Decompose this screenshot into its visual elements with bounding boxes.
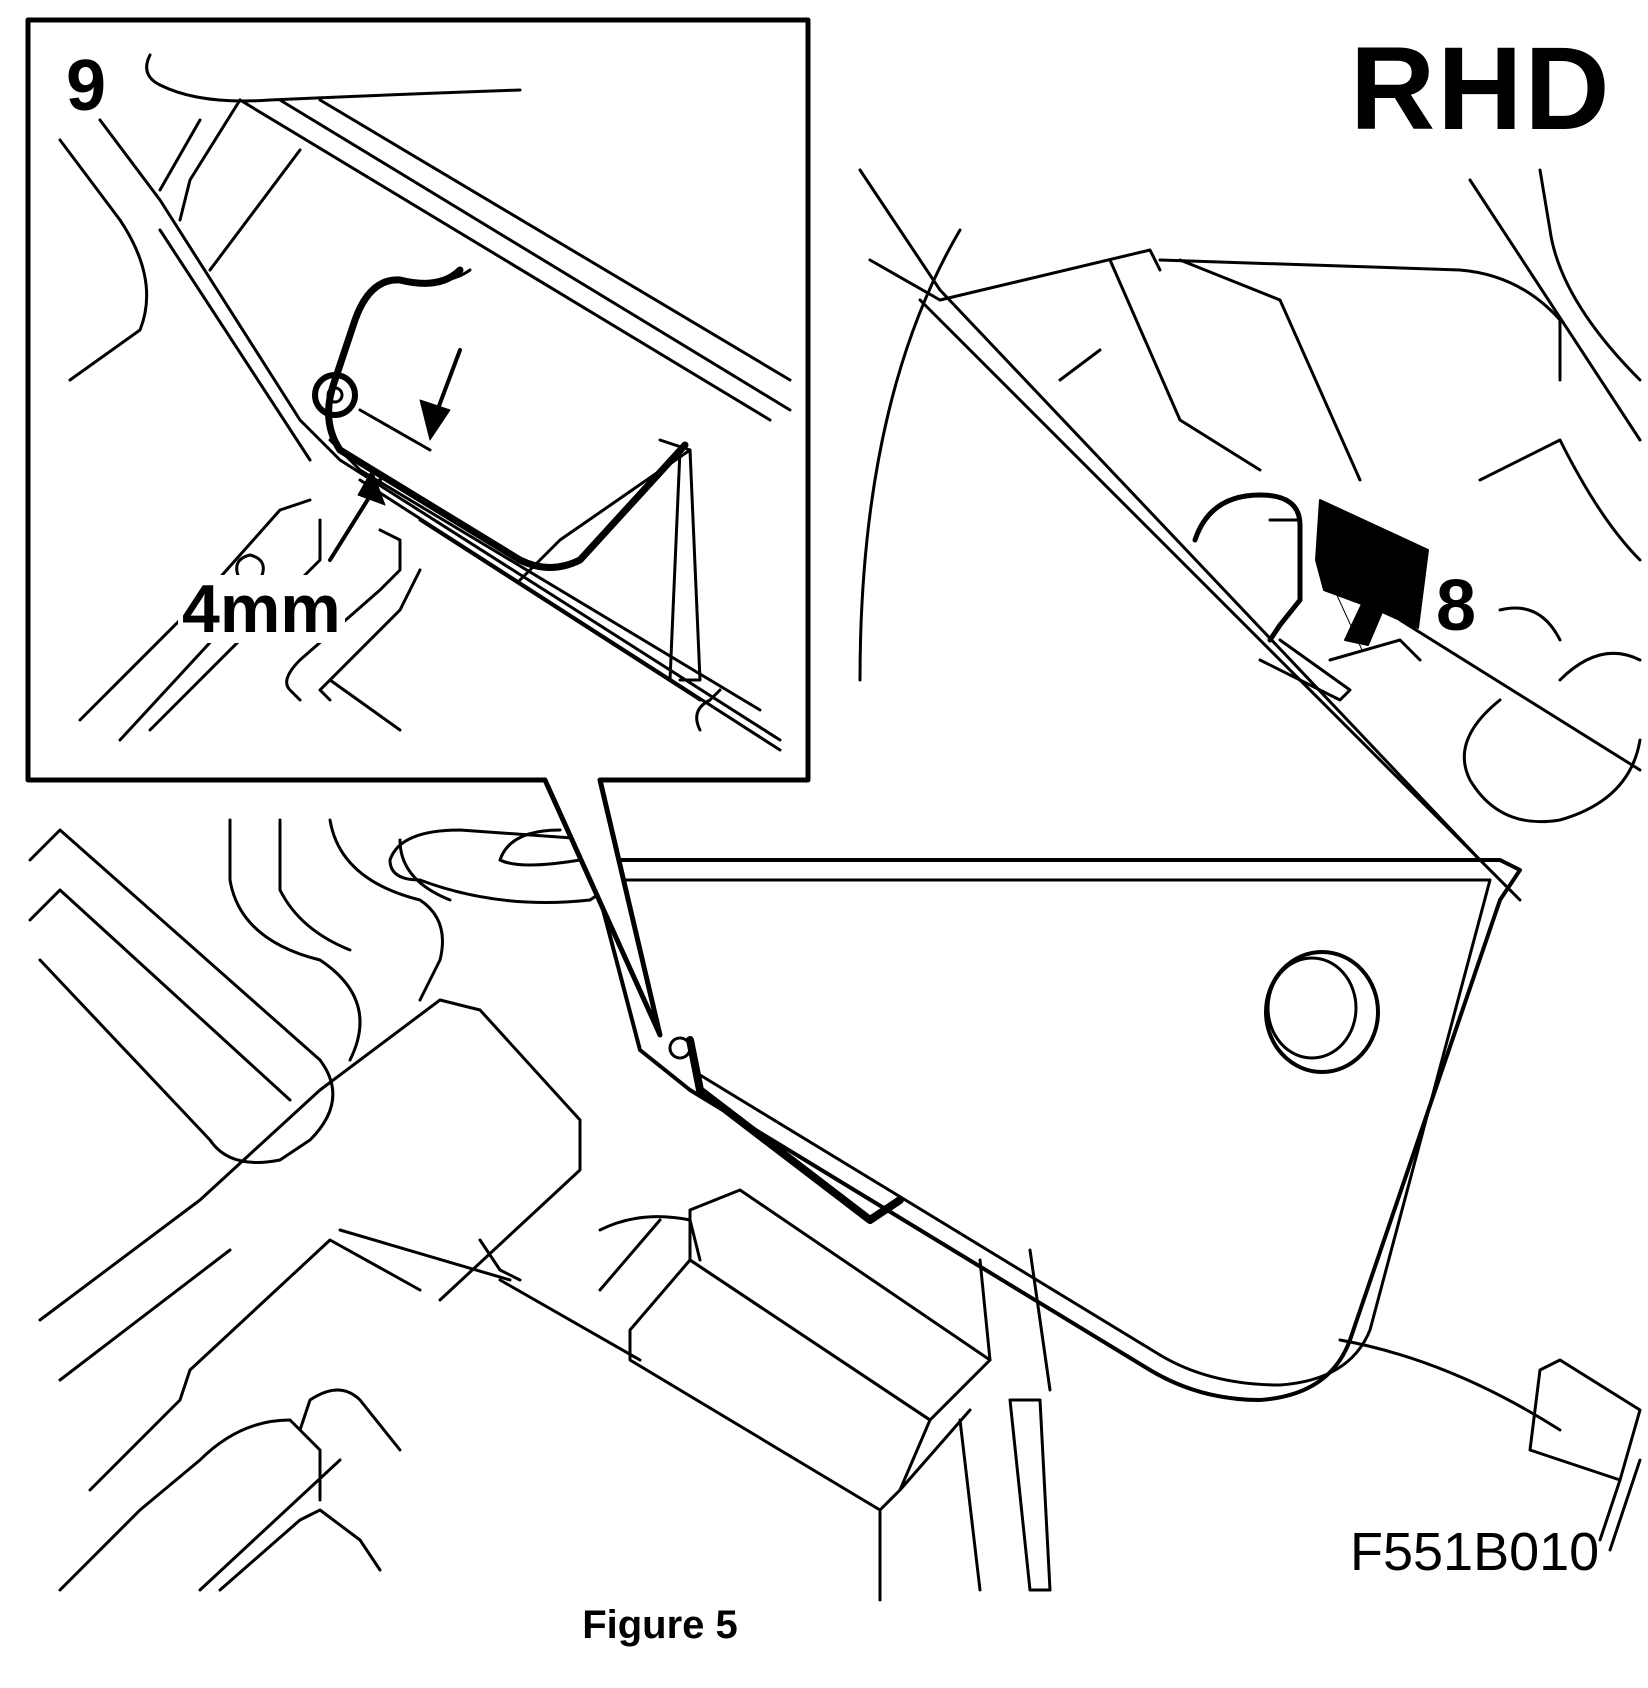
sensor-block	[688, 1188, 992, 1422]
inset-callout-number: 9	[66, 46, 107, 126]
main-callout-number: 8	[1436, 566, 1477, 646]
main-view	[28, 168, 1642, 1602]
retaining-clip	[1192, 492, 1303, 643]
inset-bolt	[312, 372, 358, 418]
dimension-label: 4mm	[178, 575, 345, 643]
orientation-label: RHD	[1350, 23, 1612, 155]
detail-inset	[25, 17, 811, 1038]
push-arrow	[1315, 499, 1429, 651]
bracket-plate	[588, 858, 1522, 1402]
highlighted-edge	[686, 1036, 904, 1224]
bracket-hole	[1264, 950, 1380, 1074]
figure-caption: Figure 5	[582, 1603, 738, 1647]
image-code: F551B010	[1350, 1522, 1600, 1582]
